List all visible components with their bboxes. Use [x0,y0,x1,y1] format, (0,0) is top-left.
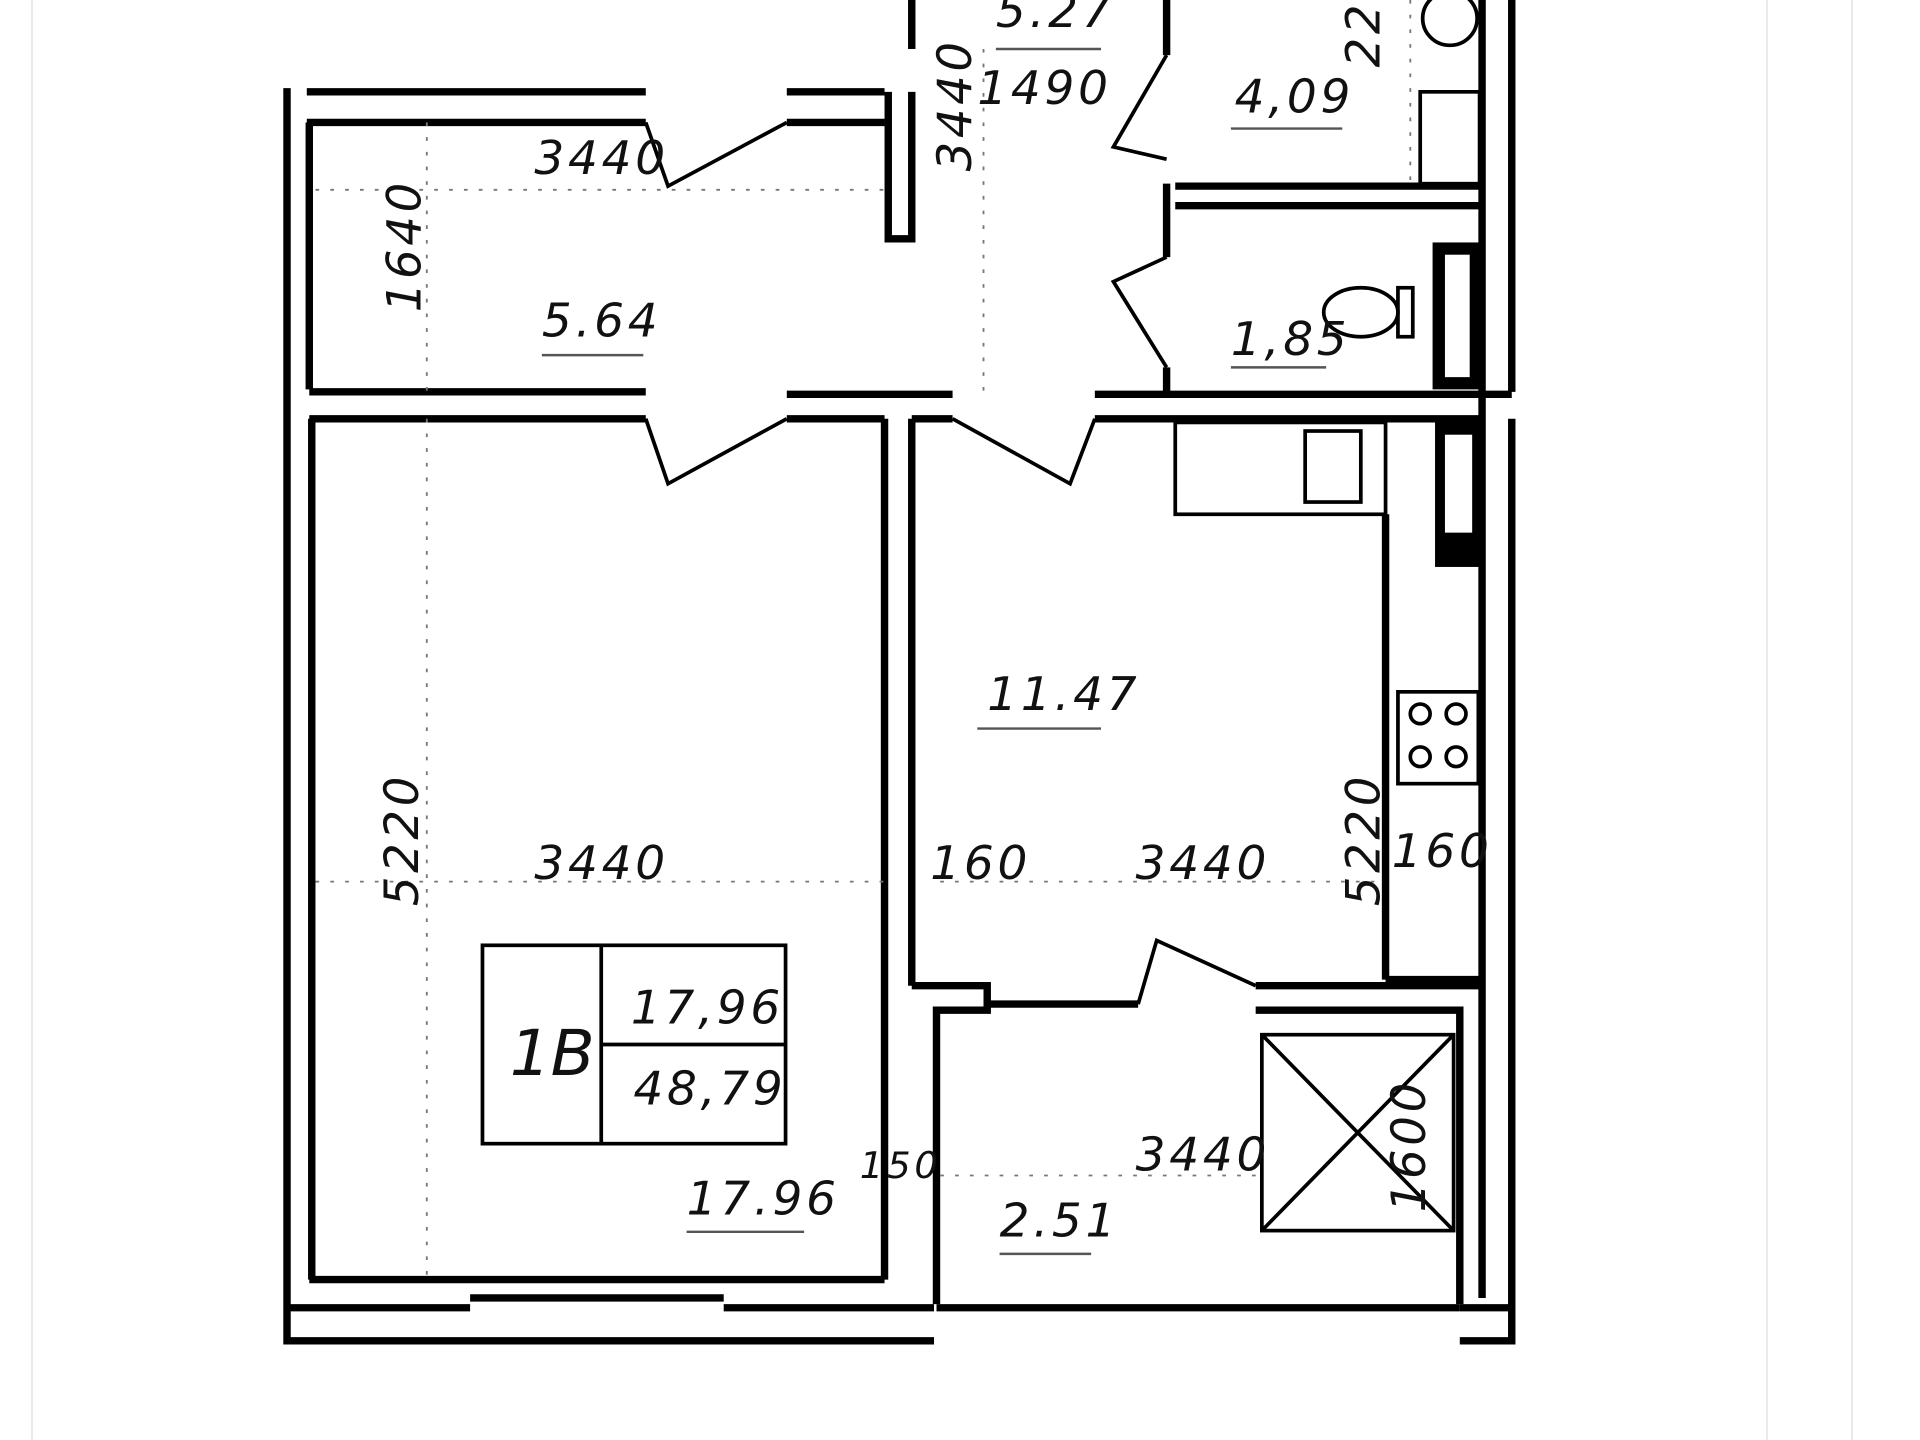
bathroom-dim: 220 [1337,0,1391,67]
kitchen-depth: 5220 [1337,773,1391,906]
shaft-dim: 1600 [1383,1079,1437,1212]
storage-width: 3440 [534,132,668,186]
kitchen-area: 11.47 [987,668,1140,722]
bedroom-width: 3440 [534,837,668,891]
apartment-code: 1B [510,1017,595,1091]
fixtures [480,0,1483,1233]
page-border-right-outer [1851,0,1853,1440]
bedroom-area: 17.96 [687,1173,840,1227]
dimension-lines [315,0,1412,1280]
sink-icon [1303,429,1363,504]
page-border-left [31,0,33,1440]
corridor-length: 1490 [977,62,1111,116]
corridor-area: 5.27 [996,0,1116,39]
kitchen-wall-right: 160 [1392,825,1493,879]
wc-area: 1,85 [1231,313,1351,367]
door-swings [644,54,1257,1005]
hall-width: 3440 [1136,1129,1270,1183]
kitchen-counter [1173,420,1388,517]
kitchen-wall-left: 160 [930,837,1031,891]
living-area: 17,96 [631,982,784,1036]
storage-area: 5.64 [542,295,662,349]
hall-wall: 150 [860,1144,942,1187]
hall-area: 2.51 [1000,1195,1120,1249]
washbasin-icon [1420,0,1479,48]
walls [283,0,1516,1345]
page-border-right-inner [1766,0,1768,1440]
labels: 5.27 1490 3440 4,09 220 1,85 3440 1640 5… [376,0,1493,1256]
kitchen-width: 3440 [1136,837,1270,891]
total-area: 48,79 [633,1063,786,1117]
corridor-width: 3440 [929,38,983,171]
shaft-box [1260,1032,1456,1233]
cooktop-icon [1396,690,1481,786]
storage-depth: 1640 [378,179,432,312]
washing-machine-icon [1418,90,1482,186]
bedroom-depth: 5220 [376,773,430,906]
bathroom-area: 4,09 [1235,71,1355,125]
